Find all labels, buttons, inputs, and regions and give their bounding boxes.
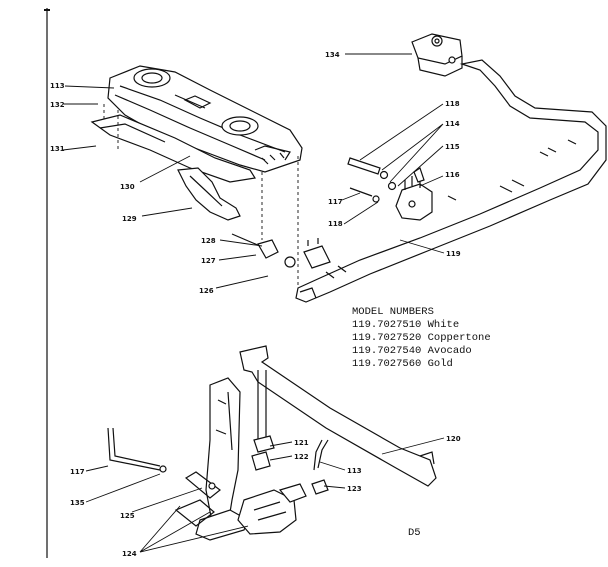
oven-bracket: [174, 377, 249, 541]
part-labels: 113 132 131 130 129 128 127 126 134 118 …: [50, 51, 461, 558]
oven-burner-tube: [239, 345, 437, 487]
part-label: 134: [325, 51, 340, 59]
part-label: 113: [50, 82, 65, 90]
burner-box-assembly: [107, 65, 303, 173]
part-label: 119: [446, 250, 461, 258]
oven-fittings: [251, 435, 275, 471]
part-label: 118: [328, 220, 343, 228]
part-label: 113: [347, 467, 362, 475]
leader-lines: [62, 53, 445, 553]
valve-body: [395, 167, 433, 221]
part-label: 117: [70, 468, 85, 476]
part-label: 127: [201, 257, 216, 265]
burner-tube: [177, 167, 241, 221]
part-label: 130: [120, 183, 135, 191]
pilot-tube: [107, 427, 167, 473]
part-label: 123: [347, 485, 362, 493]
oven-thermostat-valve: [184, 439, 329, 535]
part-label: 122: [294, 453, 309, 461]
manifold-pipe: [295, 59, 607, 303]
model-numbers-heading: MODEL NUMBERS: [352, 306, 434, 318]
part-label: 126: [199, 287, 214, 295]
part-label: 117: [328, 198, 343, 206]
part-label: 114: [445, 120, 460, 128]
model-number-row: 119.7027510 White: [352, 319, 459, 331]
part-label: 115: [445, 143, 460, 151]
manifold-fitting: [411, 33, 463, 77]
model-number-row: 119.7027520 Coppertone: [352, 332, 491, 344]
part-label: 135: [70, 499, 85, 507]
part-label: 121: [294, 439, 309, 447]
model-number-row: 119.7027540 Avocado: [352, 345, 472, 357]
valve-spud: [347, 157, 397, 203]
part-label: 118: [445, 100, 460, 108]
part-label: 125: [120, 512, 135, 520]
part-label: 124: [122, 550, 137, 558]
model-numbers-block: MODEL NUMBERS 119.7027510 White 119.7027…: [352, 306, 491, 370]
burner-base-plate: [90, 114, 256, 183]
part-label: 132: [50, 101, 65, 109]
part-label: 128: [201, 237, 216, 245]
part-label: 131: [50, 145, 65, 153]
orifice-holder: [231, 233, 331, 269]
model-number-row: 119.7027560 Gold: [352, 358, 453, 370]
part-label: 116: [445, 171, 460, 179]
part-label: 129: [122, 215, 137, 223]
page-code: D5: [408, 527, 421, 539]
part-label: 120: [446, 435, 461, 443]
